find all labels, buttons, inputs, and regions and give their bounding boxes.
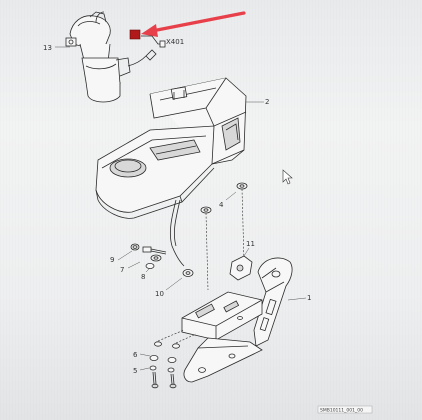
- washer-4-upper: [236, 182, 248, 190]
- footer-code: SMB10111_001_00: [320, 408, 363, 414]
- callout-13: 13: [43, 44, 52, 52]
- callout-9: 9: [110, 256, 114, 264]
- mouse-pointer-icon: [282, 169, 293, 185]
- console-housing: [95, 77, 247, 219]
- callout-6: 6: [133, 351, 138, 359]
- callout-x401: X401: [166, 38, 184, 46]
- callout-4: 4: [219, 201, 224, 209]
- callout-5: 5: [133, 367, 137, 375]
- connector-highlight: [129, 29, 141, 40]
- callout-1: 1: [307, 294, 311, 302]
- washer-4-lower: [200, 206, 212, 214]
- callout-10: 10: [155, 290, 164, 298]
- joystick-assembly: [65, 11, 157, 103]
- callout-11: 11: [246, 240, 255, 248]
- red-arrow-icon: [141, 11, 246, 37]
- callout-7: 7: [120, 266, 124, 274]
- callout-8: 8: [141, 273, 145, 281]
- callout-2: 2: [265, 98, 269, 106]
- bolt-set-6-5: [149, 341, 180, 389]
- clip-11: [229, 255, 253, 281]
- bolt-set-9-7-8: [130, 243, 167, 269]
- mounting-bracket-1: [181, 257, 293, 383]
